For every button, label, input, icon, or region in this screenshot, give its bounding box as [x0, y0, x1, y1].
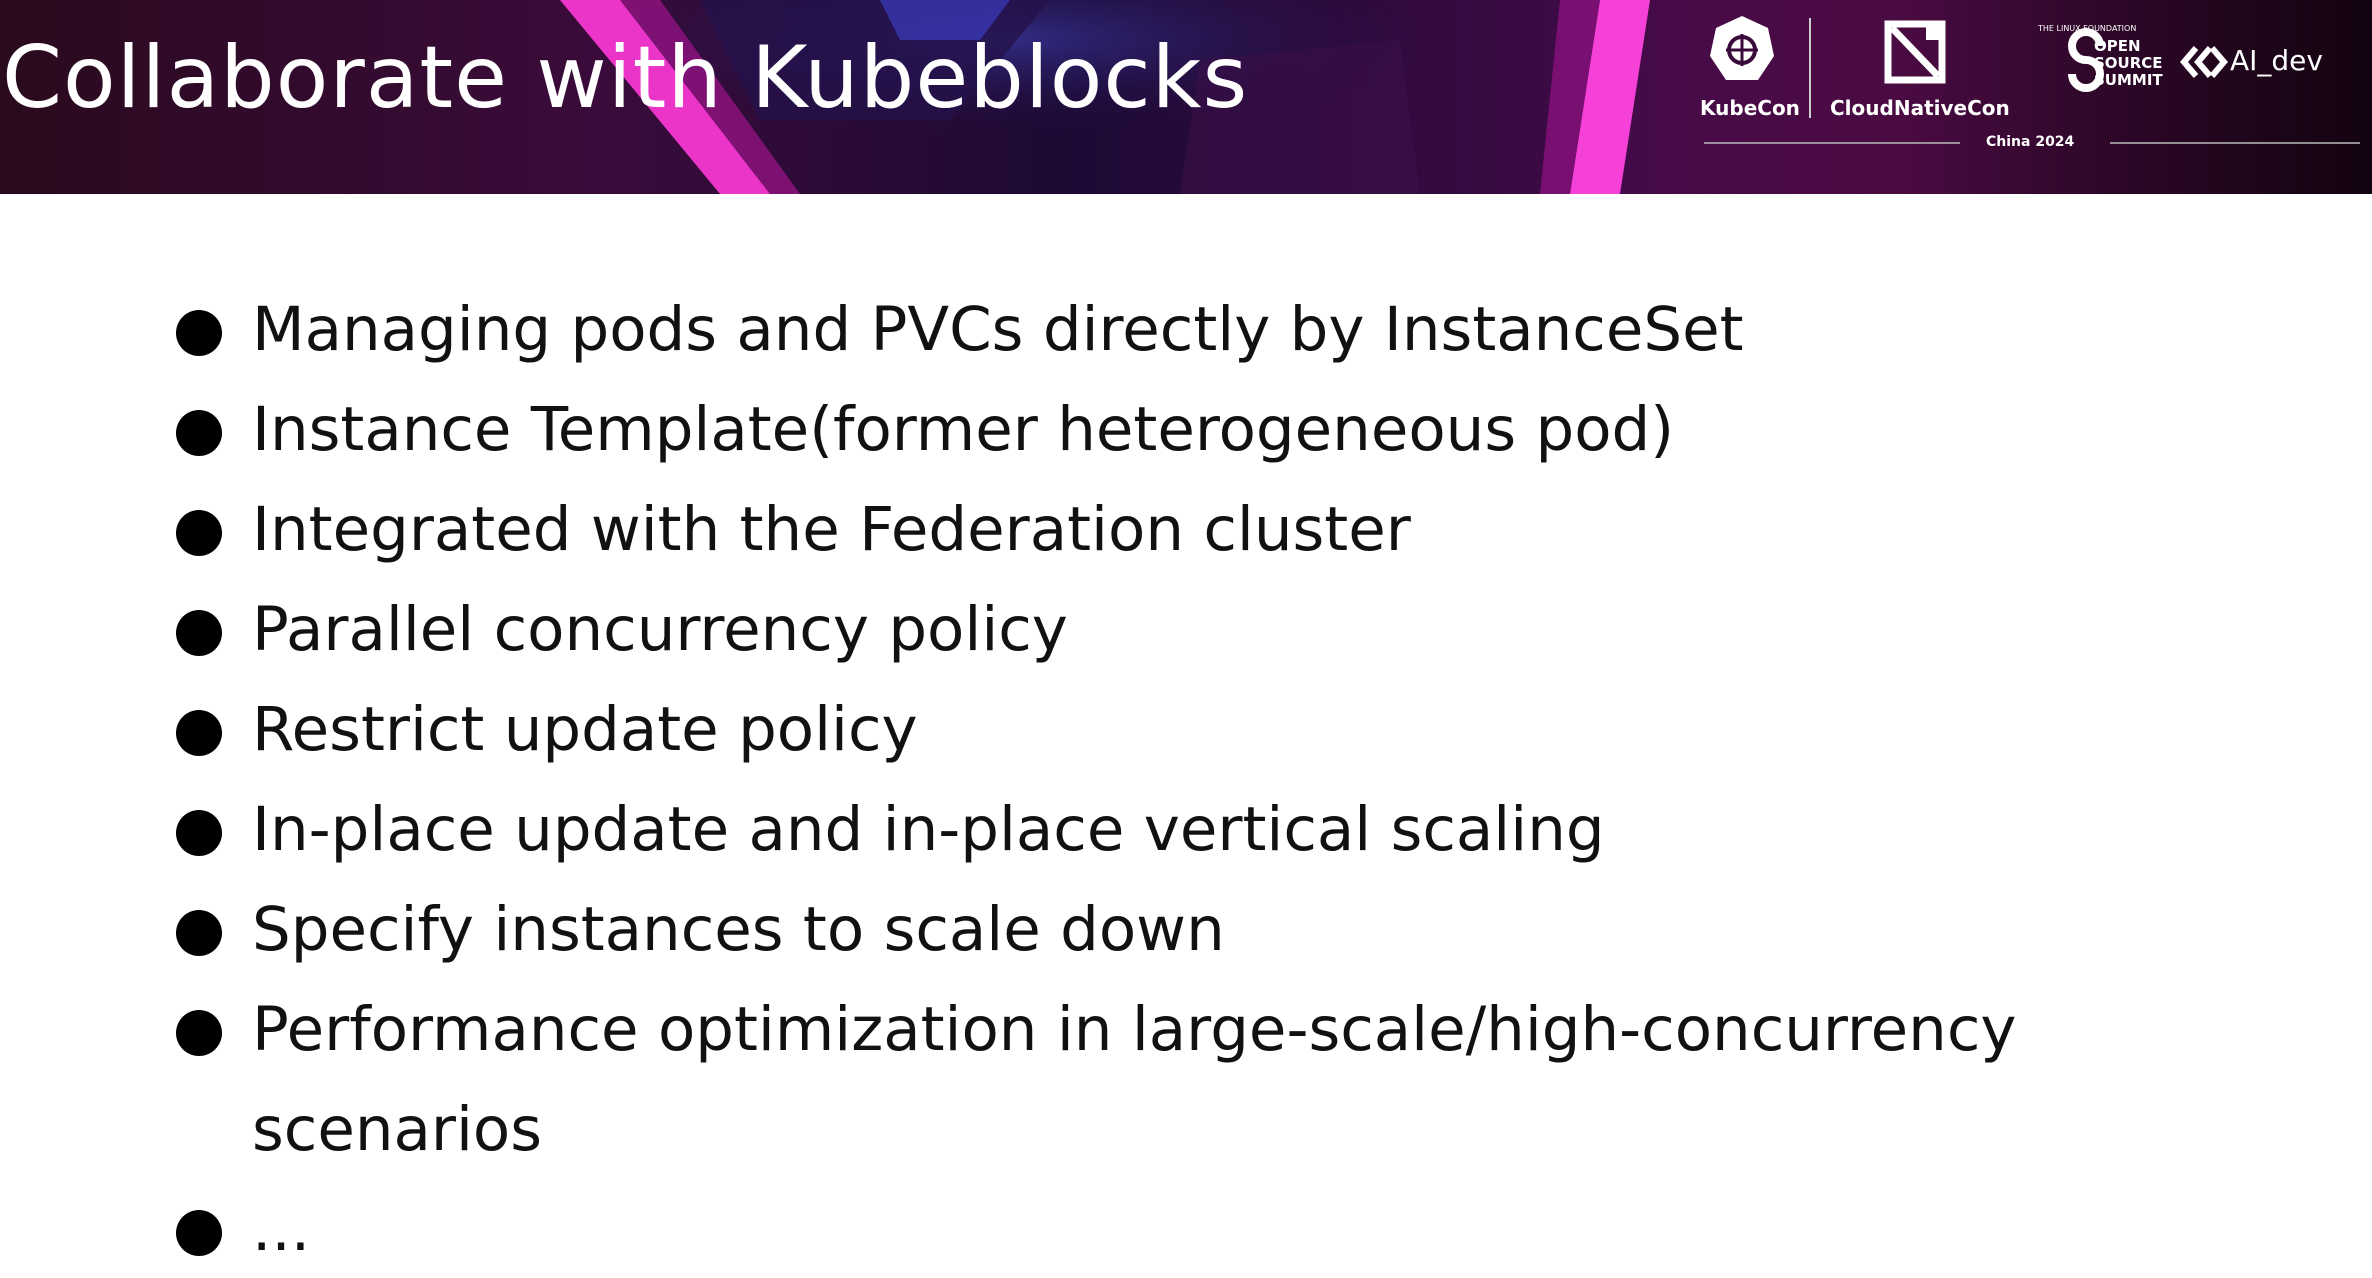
kubecon-icon	[1710, 16, 1774, 80]
list-item-text: Managing pods and PVCs directly by Insta…	[252, 294, 1744, 365]
list-item-text: Instance Template(former heterogeneous p…	[252, 394, 1675, 465]
list-item-text: Parallel concurrency policy	[252, 594, 1068, 665]
list-item-text: In-place update and in-place vertical sc…	[252, 794, 1605, 865]
list-item: Managing pods and PVCs directly by Insta…	[176, 280, 2272, 380]
bullet-dot-icon	[176, 910, 222, 956]
cloudnativecon-icon	[1884, 20, 1946, 84]
neon-background-graphic	[560, 0, 2372, 194]
list-item: Specify instances to scale down	[176, 880, 2272, 980]
oss-line3: SUMMIT	[2094, 71, 2163, 89]
slide-title: Collaborate with Kubeblocks	[2, 28, 1249, 128]
list-item: In-place update and in-place vertical sc…	[176, 780, 2272, 880]
oss-line1: OPEN	[2094, 37, 2141, 55]
open-source-summit-icon	[2068, 28, 2104, 92]
kubecon-label: KubeCon	[1700, 96, 1800, 120]
bullet-dot-icon	[176, 710, 222, 756]
bullet-dot-icon	[176, 310, 222, 356]
list-item: Instance Template(former heterogeneous p…	[176, 380, 2272, 480]
oss-line2: SOURCE	[2094, 54, 2163, 72]
logo-shapes	[1704, 16, 2360, 144]
aidev-label: AI_dev	[2230, 44, 2323, 77]
bullet-dot-icon	[176, 1210, 222, 1256]
list-item: Parallel concurrency policy	[176, 580, 2272, 680]
header-banner: Collaborate with Kubeblocks	[0, 0, 2372, 194]
conference-logos: KubeCon CloudNativeCon THE LINUX FOUNDAT…	[1690, 0, 2372, 194]
aidev-icon	[2180, 46, 2228, 78]
bullet-dot-icon	[176, 510, 222, 556]
list-item: Performance optimization in large-scale/…	[176, 980, 2272, 1180]
list-item-text: Integrated with the Federation cluster	[252, 494, 1411, 565]
bullet-dot-icon	[176, 810, 222, 856]
bullet-dot-icon	[176, 610, 222, 656]
event-label: China 2024	[1986, 134, 2075, 150]
list-item-text: Restrict update policy	[252, 694, 918, 765]
cloudnativecon-label: CloudNativeCon	[1830, 96, 2010, 120]
list-item: Integrated with the Federation cluster	[176, 480, 2272, 580]
list-item-text: Specify instances to scale down	[252, 894, 1225, 965]
bullet-list: Managing pods and PVCs directly by Insta…	[176, 280, 2276, 1278]
bullet-dot-icon	[176, 410, 222, 456]
linux-foundation-label: THE LINUX FOUNDATION	[2038, 24, 2137, 33]
list-item: Restrict update policy	[176, 680, 2272, 780]
list-item-text: Performance optimization in large-scale/…	[252, 994, 2017, 1165]
list-item: ...	[176, 1180, 2272, 1278]
list-item-text: ...	[252, 1194, 311, 1265]
bullet-dot-icon	[176, 1010, 222, 1056]
